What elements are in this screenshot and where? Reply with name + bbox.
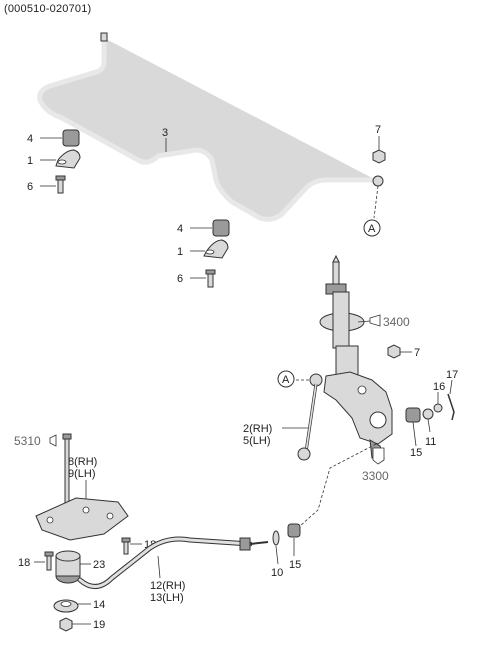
label-washer-17: 17 xyxy=(446,369,458,381)
bushing-15-right xyxy=(405,407,421,423)
bolt-18-right xyxy=(121,537,131,555)
label-lower-arm-rh: 12(RH) xyxy=(150,580,185,592)
label-washer-14: 14 xyxy=(93,599,105,611)
label-bushing-upper: 4 xyxy=(27,133,33,145)
stabilizer-link xyxy=(297,373,323,461)
label-bolt-5310: 5310 xyxy=(14,434,41,448)
reference-marker-a-link: A xyxy=(277,370,295,388)
label-lower-arm-lh: 13(LH) xyxy=(150,592,184,604)
bushing-23 xyxy=(55,550,81,584)
bushing-lower xyxy=(212,219,230,237)
label-bushing-15-lower: 15 xyxy=(289,559,301,571)
label-bushing-lower: 4 xyxy=(177,223,183,235)
strut-nut xyxy=(387,344,401,359)
bushing-upper xyxy=(62,129,80,147)
label-crossmember-rh: 8(RH) xyxy=(68,456,97,468)
svg-text:A: A xyxy=(368,223,376,235)
label-stabilizer-bar: 3 xyxy=(162,127,168,139)
label-washer-16: 16 xyxy=(433,381,445,393)
label-washer-10: 10 xyxy=(271,567,283,579)
right-hardware xyxy=(405,393,455,423)
label-bolt-lower: 6 xyxy=(177,273,183,285)
label-nut-top: 7 xyxy=(375,124,381,136)
svg-text:A: A xyxy=(282,374,290,386)
strut-assembly xyxy=(319,254,365,377)
knuckle-label-tag xyxy=(372,447,385,465)
nut-19 xyxy=(59,617,73,632)
washer-16 xyxy=(433,403,443,413)
bracket-upper xyxy=(55,149,81,169)
label-knuckle: 3300 xyxy=(362,469,389,483)
label-bolt-18-left: 18 xyxy=(18,557,30,569)
washer-17 xyxy=(447,393,455,421)
bracket-lower xyxy=(203,239,229,259)
upper-bushing-group xyxy=(55,129,81,194)
nut-11 xyxy=(422,408,434,420)
strut-label-tag xyxy=(369,314,381,327)
nut-top xyxy=(372,149,386,164)
lower-bushing-group xyxy=(203,219,230,288)
label-bolt-upper: 6 xyxy=(27,181,33,193)
label-bushing-15-right: 15 xyxy=(410,447,422,459)
label-bushing-23: 23 xyxy=(93,559,105,571)
label-bracket-upper: 1 xyxy=(27,155,33,167)
label-strut-assembly: 3400 xyxy=(383,315,410,329)
label-bracket-lower: 1 xyxy=(177,246,183,258)
washer-14 xyxy=(53,599,79,613)
bushing-15-lower xyxy=(287,523,301,538)
bolt-label-tag xyxy=(49,434,57,447)
label-crossmember-lh: 9(LH) xyxy=(68,468,96,480)
reference-marker-a-top: A xyxy=(363,219,381,237)
lower-control-arm xyxy=(77,536,269,589)
label-strut-nut: 7 xyxy=(414,347,420,359)
bolt-18-left xyxy=(44,551,54,571)
label-link-rh: 2(RH) xyxy=(243,423,272,435)
crossmember-bracket xyxy=(35,497,129,541)
steering-knuckle xyxy=(323,371,393,459)
washer-10 xyxy=(272,530,280,546)
label-nut-19: 19 xyxy=(93,619,105,631)
stabilizer-bar xyxy=(37,32,384,222)
label-link-lh: 5(LH) xyxy=(243,435,271,447)
date-code: (000510-020701) xyxy=(4,3,92,15)
label-nut-11: 11 xyxy=(425,436,436,448)
